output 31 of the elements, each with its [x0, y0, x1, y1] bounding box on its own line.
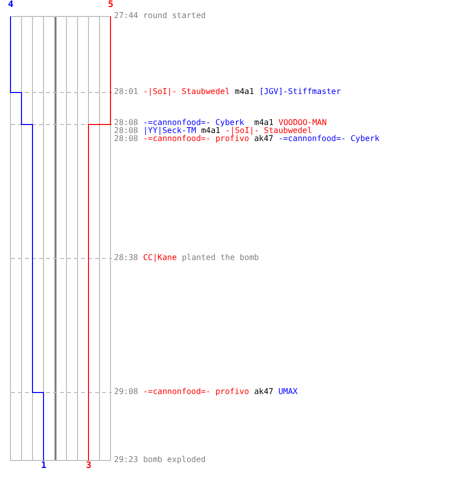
player-name: -=cannonfood=- profivo	[143, 135, 250, 143]
player-name: -=cannonfood=- profivo	[143, 388, 250, 396]
timestamp: 28:08	[114, 127, 138, 135]
player-name: -=cannonfood=- Cyberk	[143, 119, 244, 127]
event-text: round started	[143, 12, 206, 20]
player-name: -|SoI|- Staubwedel	[225, 127, 312, 135]
player-name: VOODOO-MAN	[278, 119, 327, 127]
player-name: |YY|Seck-TM	[143, 127, 196, 135]
player-name: CC|Kane	[143, 254, 177, 262]
timestamp: 28:01	[114, 88, 138, 96]
weapon-name: m4a1	[201, 127, 220, 135]
player-count: 4	[8, 1, 14, 10]
player-count: 3	[86, 462, 92, 471]
player-name: [JGV]-Stiffmaster	[259, 88, 341, 96]
timestamp: 28:08	[114, 119, 138, 127]
timestamp: 29:08	[114, 388, 138, 396]
player-name: -=cannonfood=- Cyberk	[278, 135, 380, 143]
weapon-name: ak47	[254, 388, 274, 396]
player-count: 5	[108, 1, 114, 10]
player-name: UMAX	[278, 388, 298, 396]
player-name: -|SoI|- Staubwedel	[143, 88, 230, 96]
timestamp: 29:23	[114, 456, 138, 464]
event-text: planted the bomb	[182, 254, 259, 262]
timestamp: 27:44	[114, 12, 138, 20]
timestamp: 28:08	[114, 135, 138, 143]
weapon-name: m4a1	[234, 88, 254, 96]
event-text: bomb exploded	[143, 456, 206, 464]
weapon-name: m4a1	[254, 119, 274, 127]
player-count: 1	[41, 462, 46, 471]
timestamp: 28:38	[114, 254, 138, 262]
weapon-name: ak47	[254, 135, 274, 143]
